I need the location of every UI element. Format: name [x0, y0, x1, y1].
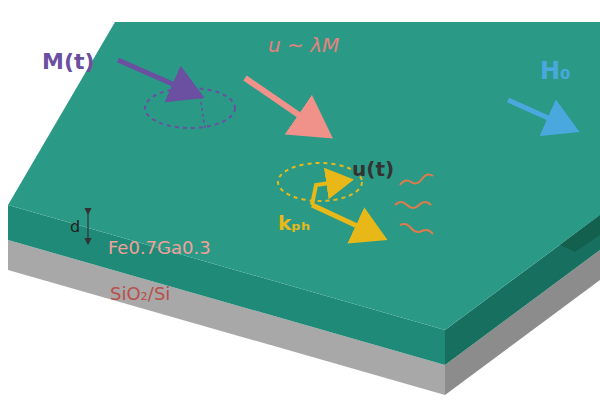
coupling-arrow: [245, 78, 328, 135]
magnetization-arrow: [118, 60, 200, 96]
thickness-label: d: [70, 218, 80, 236]
wave: [400, 224, 433, 234]
film-label: Fe0.7Ga0.3: [108, 238, 211, 258]
wave: [400, 175, 433, 185]
film-top: [8, 22, 600, 330]
displacement-arrow: [312, 180, 350, 205]
field-arrow: [508, 100, 575, 130]
precession-axis: [200, 96, 205, 128]
thickness-arrow: [87, 214, 88, 244]
wavevector-label: kₚₕ: [278, 212, 310, 234]
phonon-wavevector-arrow: [312, 205, 383, 238]
coupling-label: u ∼ λM: [268, 34, 339, 56]
substrate-label: SiO₂/Si: [110, 284, 170, 304]
field-label: H₀: [540, 58, 571, 84]
film-notch: [560, 215, 600, 252]
displacement-label: u(t): [352, 158, 394, 180]
magnetization-label: M(t): [42, 50, 95, 74]
wave: [395, 202, 431, 208]
